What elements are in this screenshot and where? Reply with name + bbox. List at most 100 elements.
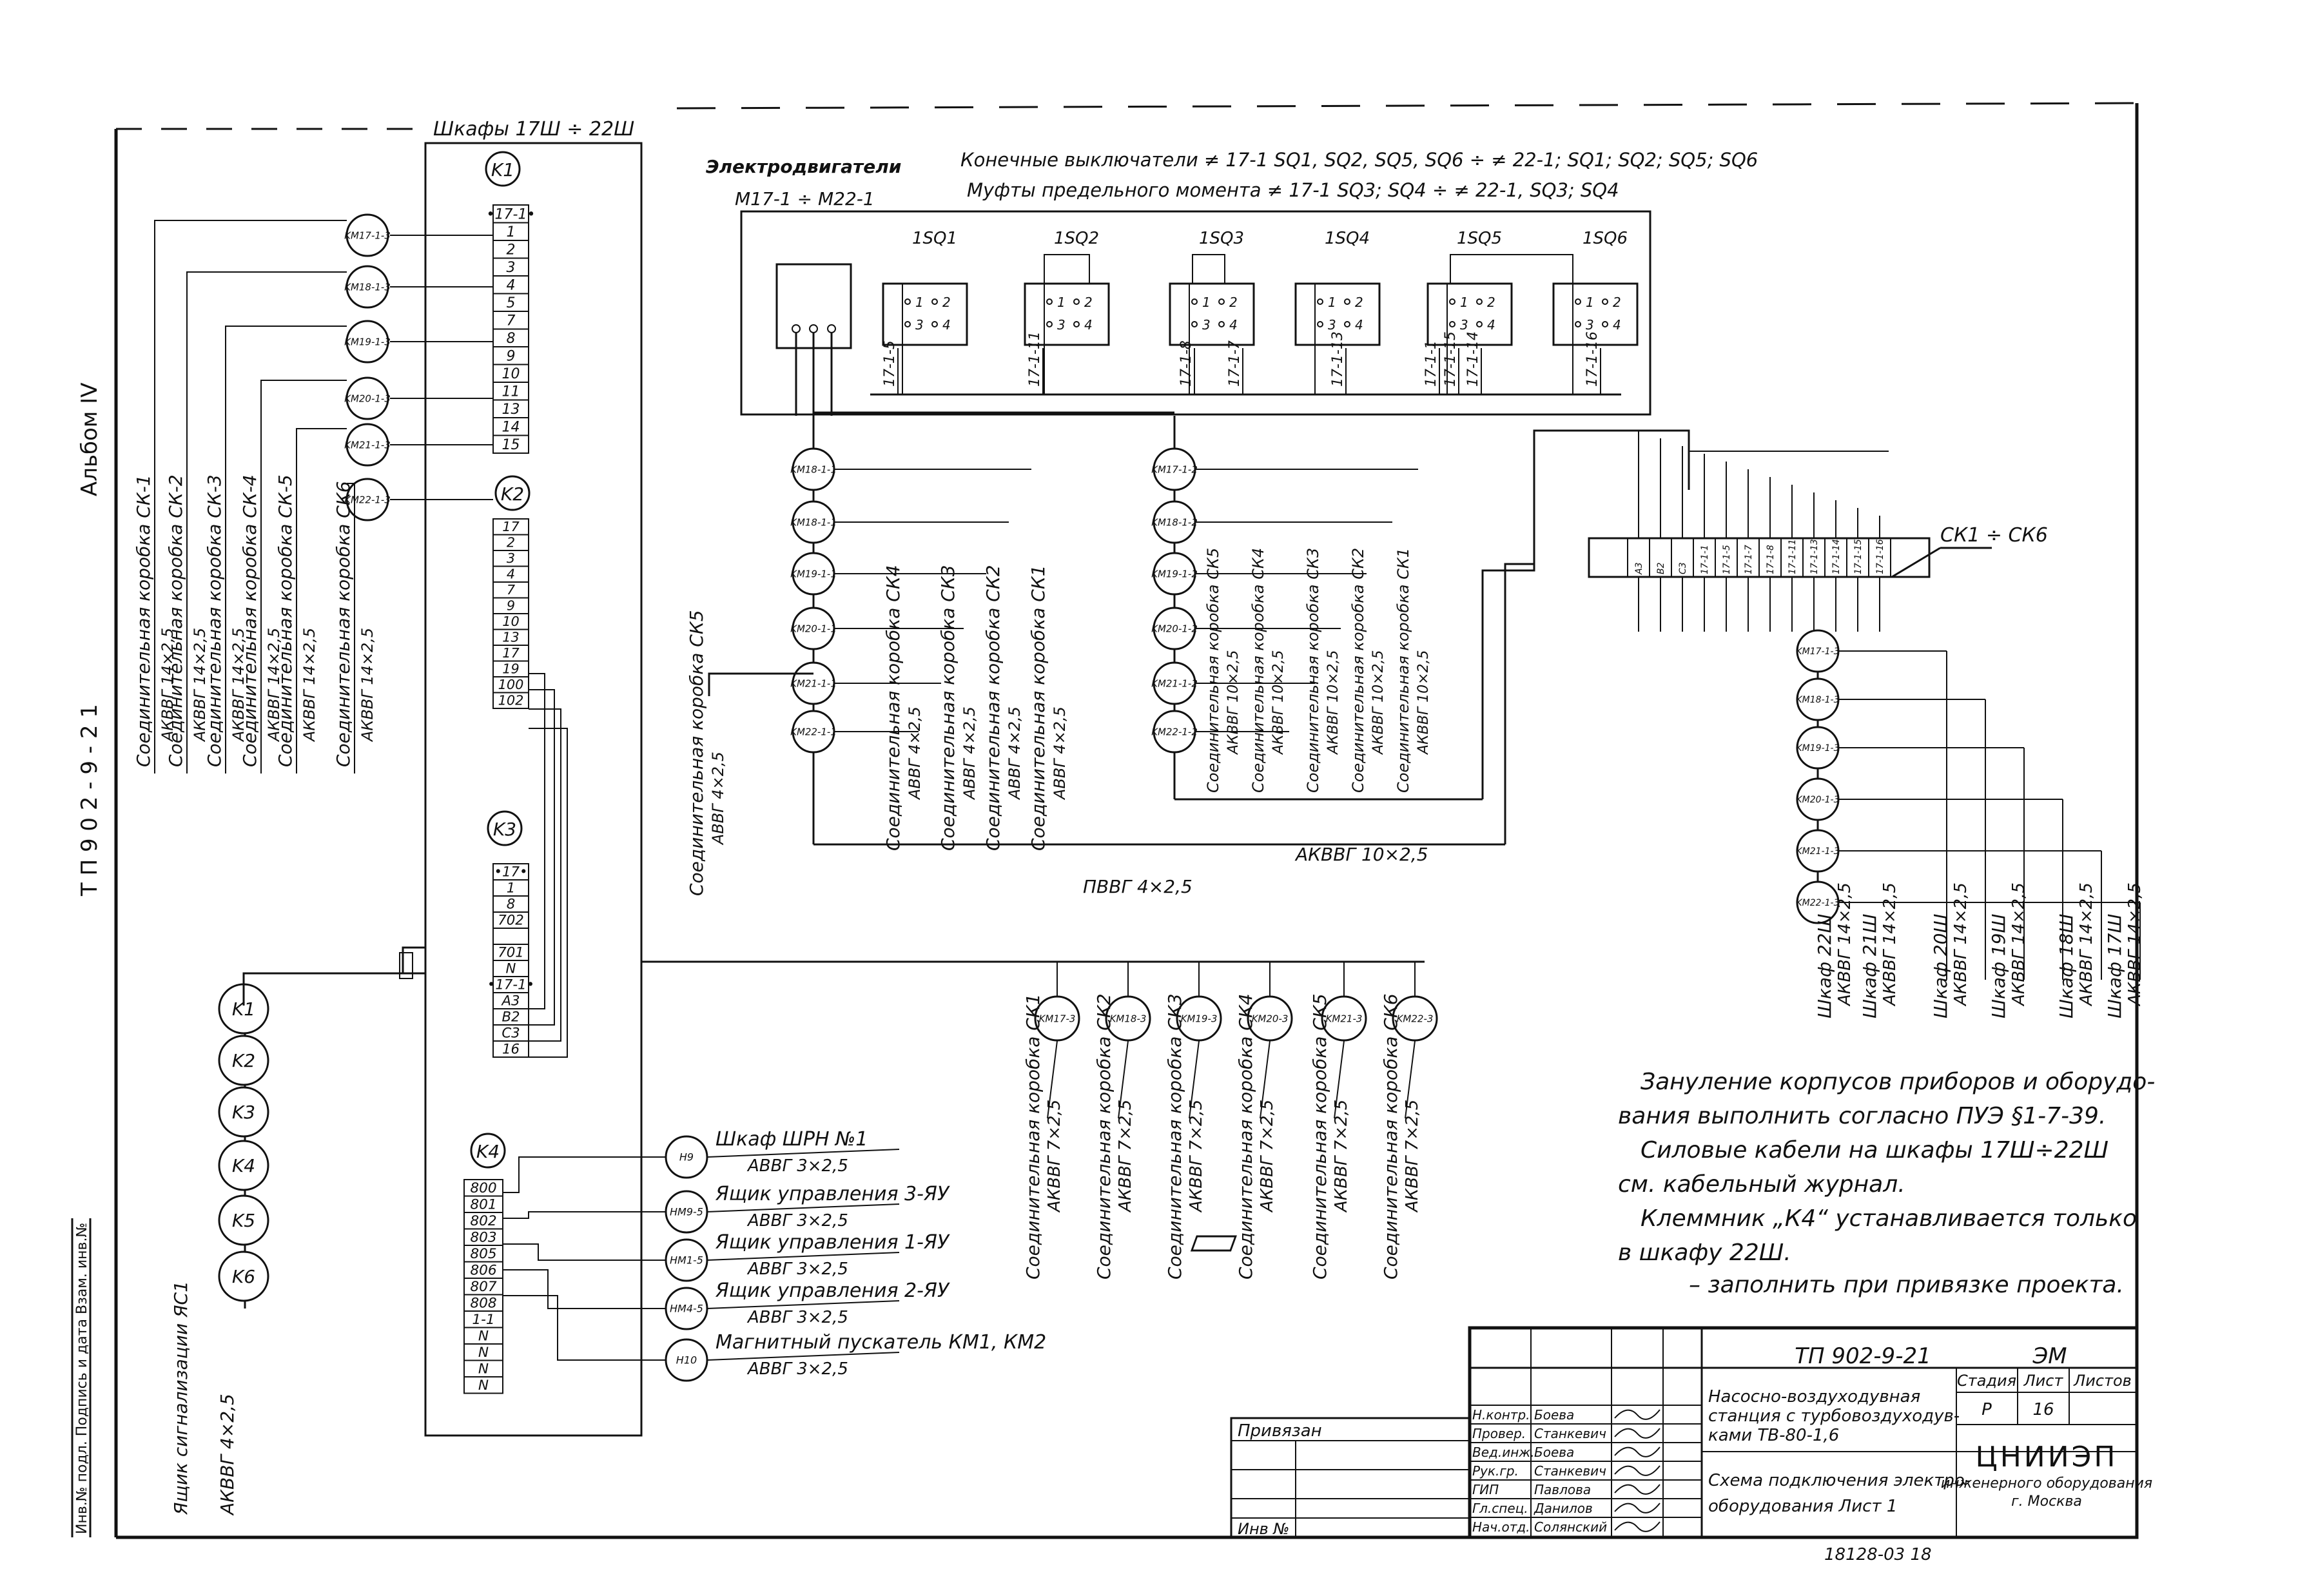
ck-terminal-0: A3 — [1634, 563, 1644, 575]
torque-clutches-title: Муфты предельного момента ≠ 17-1 SQ3; SQ… — [967, 179, 1619, 201]
bottom-label-name-0: Соединительная коробка СК1 — [1022, 993, 1044, 1280]
mid-label-a-cable-4: АВВГ 4×2,5 — [1051, 706, 1069, 801]
k2-strip-terminal-5: 9 — [507, 598, 515, 614]
mid-circle-a-2-text: KM19-1-1 — [790, 568, 837, 579]
right-circle-3-text: KM20-1-3 — [1797, 795, 1840, 805]
mid-circle-a-5 — [792, 710, 835, 754]
k4-strip-terminal-12: N — [478, 1377, 489, 1394]
right-label-cable-2: АКВВГ 14×2,5 — [1951, 882, 1971, 1007]
bottom-lead-2 — [1189, 1040, 1200, 1119]
switch-bridge-2 — [1192, 254, 1225, 284]
cabinets-17-22: Шкафы 17Ш ÷ 22Ш K1 •17-1•123457891011131… — [424, 118, 643, 1437]
right-label-cable-0: АКВВГ 14×2,5 — [1835, 882, 1855, 1007]
right-circle-4-text: KM21-1-3 — [1797, 846, 1840, 857]
note-line-3: Силовые кабели на шкафы 17Ш÷22Ш — [1641, 1137, 2108, 1163]
tb-name-5: Данилов — [1534, 1501, 1593, 1516]
bottom-lead-0 — [1047, 1040, 1058, 1119]
mid-circle-b-0 — [1153, 447, 1196, 491]
switch-1-contact-3 — [1073, 321, 1080, 327]
k4-out-circle-0-text: H9 — [679, 1151, 694, 1163]
mid-circle-a-5-text: KM22-1-1 — [790, 726, 837, 737]
left-label-name-0: Соединительная коробка СК-1 — [133, 474, 154, 767]
k2-strip-cell-11 — [492, 692, 529, 709]
k-circle-3 — [218, 1140, 269, 1191]
switch-wire-6: 17-1-15 — [1443, 331, 1459, 387]
mid-circle-b-1-text: KM18-1-2 — [1151, 516, 1198, 528]
right-circle-1 — [1796, 677, 1840, 721]
switch-wire-5: 17-1-1 — [1423, 340, 1439, 387]
switch-1-contact-0 — [1046, 298, 1053, 305]
tb-signature-5 — [1614, 1503, 1660, 1513]
sheets-header: Листов — [2073, 1372, 2132, 1390]
left-label-lead-4 — [296, 428, 347, 774]
k4-out-name-4: Магнитный пускатель КМ1, КМ2 — [716, 1331, 1046, 1354]
k-circle-5 — [218, 1251, 269, 1302]
switch-box-1 — [1024, 282, 1110, 346]
tb-role-4: ГИП — [1472, 1482, 1499, 1497]
inv-no-label: Инв № — [1238, 1520, 1289, 1538]
mid-label-b-name-4: Соединительная коробка СК1 — [1394, 548, 1412, 793]
switch-wire-8: 17-1-16 — [1584, 331, 1601, 387]
k4-out-lead-0 — [706, 1149, 900, 1158]
right-circle-0-text: KM17-1-3 — [1797, 647, 1840, 657]
tb-role-2: Вед.инж. — [1472, 1445, 1535, 1460]
ck-terminal-4: 17-1-5 — [1722, 545, 1732, 574]
switch-0-contact-3 — [931, 321, 938, 327]
k2-strip-terminal-2: 3 — [507, 550, 515, 566]
bottom-circle-4-text: KM21-3 — [1326, 1013, 1363, 1024]
bottom-circle-1-text: KM18-3 — [1110, 1013, 1147, 1024]
switch-3-num-0: 1 — [1328, 295, 1336, 310]
switch-name-1: 1SQ2 — [1054, 229, 1099, 248]
k-circle-1-text: K2 — [232, 1050, 255, 1071]
switch-box-5 — [1552, 282, 1639, 346]
switch-wire-4: 17-1-13 — [1330, 331, 1346, 387]
k1-strip-terminal-1: 1 — [507, 224, 516, 240]
k1-strip-terminal-11: 13 — [502, 402, 520, 418]
mid-label-b-name-1: Соединительная коробка СК4 — [1249, 548, 1267, 793]
right-label-name-2: Шкаф 20Ш — [1930, 914, 1951, 1018]
sheet-header: Лист — [2023, 1372, 2064, 1390]
k3-strip-cell-11 — [492, 1040, 529, 1058]
k4-strip-terminal-1: 801 — [470, 1196, 496, 1212]
right-circle-0 — [1796, 629, 1840, 673]
k4-strip-terminal-2: 802 — [470, 1213, 496, 1229]
bottom-circle-5 — [1392, 995, 1438, 1042]
title-block-signatures: Н.контр.БоеваПровер.СтанкевичВед.инж.Бое… — [1470, 1405, 1702, 1535]
tb-name-6: Солянский — [1534, 1519, 1607, 1535]
right-circle-5-text: KM22-1-3 — [1797, 898, 1840, 908]
tb-name-1: Станкевич — [1534, 1426, 1606, 1441]
privyazan-label: Привязан — [1238, 1421, 1322, 1441]
tb-name-3: Станкевич — [1534, 1463, 1606, 1479]
k1-strip-terminal-4: 4 — [507, 277, 516, 293]
mid-label-a-cable-2: АВВГ 4×2,5 — [960, 706, 979, 801]
switch-5-contact-2 — [1575, 321, 1581, 327]
left-label-cable-1: АКВВГ 14×2,5 — [191, 628, 209, 743]
ck-terminal-2: C3 — [1678, 562, 1688, 574]
diagram-header: Электродвигатели М17-1 ÷ М22-1 Конечные … — [706, 149, 1758, 209]
switch-box-4 — [1427, 282, 1513, 346]
mid-circle-b-3 — [1153, 607, 1196, 650]
left-label-name-3: Соединительная коробка СК-4 — [239, 474, 260, 767]
k4-out-cable-4: АВВГ 3×2,5 — [746, 1359, 848, 1379]
k4-out-cable-3: АВВГ 3×2,5 — [746, 1308, 848, 1327]
switch-name-5: 1SQ6 — [1582, 229, 1628, 248]
switch-3-contact-3 — [1344, 321, 1350, 327]
mid-circle-b-5 — [1153, 710, 1196, 754]
tb-signature-6 — [1614, 1521, 1660, 1532]
left-label-name-2: Соединительная коробка СК-3 — [204, 474, 225, 767]
ck-terminal-5: 17-1-7 — [1744, 545, 1754, 574]
left-label-lead-5 — [347, 483, 355, 774]
switch-0-contact-1 — [931, 298, 938, 305]
right-circle-2-text: KM19-1-3 — [1797, 743, 1840, 754]
k1-label: K1 — [491, 159, 514, 180]
k4-out-lead-4 — [706, 1352, 900, 1361]
switch-0-contact-2 — [904, 321, 911, 327]
k4-out-cable-2: АВВГ 3×2,5 — [746, 1260, 848, 1279]
margin-stamp-column: Инв.№ подл. Подпись и дата Взам. инв.№ — [74, 1223, 90, 1534]
k3-strip-terminal-11: 16 — [502, 1042, 520, 1058]
